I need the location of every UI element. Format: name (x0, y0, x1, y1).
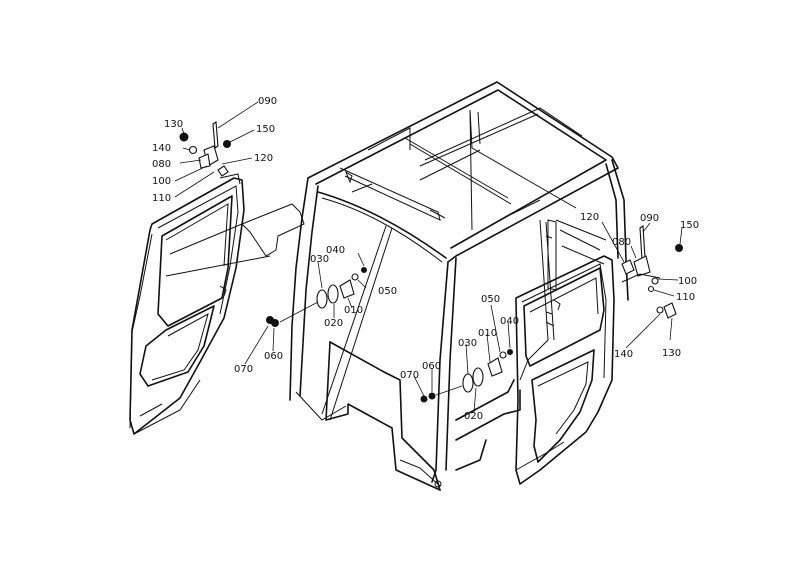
right-hinge-assembly (621, 225, 683, 319)
label-r-080: 080 (612, 237, 631, 248)
label-r-100: 100 (678, 276, 697, 287)
label-r-090: 090 (640, 213, 659, 224)
right-latch-assembly (420, 349, 513, 403)
label-r-130: 130 (662, 348, 681, 359)
label-fr-060: 060 (422, 361, 441, 372)
label-l-120: 120 (254, 153, 273, 164)
label-l-090: 090 (258, 96, 277, 107)
label-fl-020: 020 (324, 318, 343, 329)
label-fr-020: 020 (464, 411, 483, 422)
label-r-120: 120 (580, 212, 599, 223)
label-l-110: 110 (152, 193, 171, 204)
left-hinge-assembly (179, 121, 241, 185)
label-fr-070: 070 (400, 370, 419, 381)
label-fl-010: 010 (344, 305, 363, 316)
label-fr-030: 030 (458, 338, 477, 349)
label-l-150: 150 (256, 124, 275, 135)
part-labels: 090 130 150 140 120 080 100 110 090 120 … (152, 96, 699, 422)
label-l-080: 080 (152, 159, 171, 170)
label-fr-040: 040 (500, 316, 519, 327)
right-glass-pane (547, 219, 605, 291)
label-fl-060: 060 (264, 351, 283, 362)
leader-lines (174, 101, 683, 413)
label-fr-050: 050 (481, 294, 500, 305)
label-fl-050: 050 (378, 286, 397, 297)
label-fl-040: 040 (326, 245, 345, 256)
right-door (515, 255, 615, 485)
left-door (129, 177, 245, 435)
label-r-140: 140 (614, 349, 633, 360)
label-l-130: 130 (164, 119, 183, 130)
label-r-150: 150 (680, 220, 699, 231)
left-latch-assembly (266, 267, 367, 327)
label-l-140: 140 (152, 143, 171, 154)
label-l-100: 100 (152, 176, 171, 187)
label-r-110: 110 (676, 292, 695, 303)
cab-frame (289, 81, 629, 491)
left-glass-pane (165, 203, 305, 277)
label-fl-070: 070 (234, 364, 253, 375)
label-fr-010: 010 (478, 328, 497, 339)
label-fl-030: 030 (310, 254, 329, 265)
